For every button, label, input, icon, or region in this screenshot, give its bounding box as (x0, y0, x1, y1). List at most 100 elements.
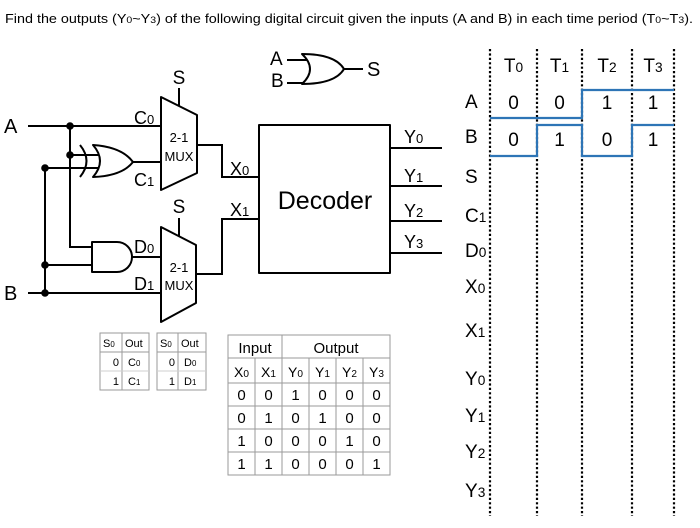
group-header-output: Output (313, 340, 359, 357)
label-base: Y (404, 232, 416, 252)
signal-value-a: 0 (508, 93, 519, 114)
signal-value-a: 1 (602, 93, 613, 114)
input-a-label: A (4, 116, 18, 138)
label-base: D (134, 274, 147, 294)
question-subscript: 0 (655, 15, 661, 26)
label-subscript: 0 (515, 60, 523, 75)
label-base: X (230, 200, 242, 220)
label-base: S (103, 338, 110, 350)
mux-lower-input-0-label: D0 (134, 237, 154, 257)
header-out: Out (181, 338, 199, 350)
label-base: C (128, 376, 136, 388)
label-base: Y (404, 127, 416, 147)
mux-upper-input-0-label: C0 (134, 108, 154, 128)
label-subscript: 0 (147, 241, 154, 256)
decoder-label: Decoder (278, 187, 373, 215)
mux-upper-type-label: 2-1 (170, 130, 189, 145)
cell-out: D0 (184, 357, 197, 369)
mux-lower-type-label: 2-1 (170, 260, 189, 275)
signal-value-b: 1 (554, 130, 565, 151)
column-header: X0 (234, 364, 249, 380)
table-cell: 0 (264, 433, 272, 450)
mux-lower-block (160, 226, 197, 323)
question-part: ~Y (132, 11, 150, 26)
xor-gate-input-arc (79, 144, 88, 178)
label-base: T (597, 56, 609, 77)
label-base: C (134, 170, 147, 190)
question-subscript: 3 (678, 15, 684, 26)
label-base: Y (369, 364, 379, 380)
label-base: Y (315, 364, 325, 380)
question-part: ). (684, 11, 693, 26)
label-subscript: 0 (243, 369, 249, 380)
cell-out: C0 (128, 357, 141, 369)
label-base: S (465, 167, 478, 188)
header-select: S0 (160, 338, 172, 350)
mux-upper-block (160, 96, 198, 191)
label-subscript: 1 (270, 369, 276, 380)
label-subscript: 3 (478, 485, 486, 500)
x1-label: X1 (230, 200, 249, 220)
decoder-output-y0-label: Y0 (404, 127, 423, 147)
label-subscript: 1 (416, 170, 423, 185)
period-label: T1 (550, 56, 569, 77)
label-base: Y (465, 369, 478, 390)
label-base: C (128, 357, 136, 369)
wire-a-to-and (69, 126, 94, 248)
table-cell: 0 (291, 456, 299, 473)
junction-dot (41, 261, 49, 269)
period-label: T0 (504, 56, 524, 77)
mux-upper-name-label: MUX (165, 149, 194, 164)
header-select: S0 (103, 338, 115, 350)
mux-lower-select-label: S (173, 197, 186, 218)
label-base: X (261, 364, 271, 380)
label-base: D (184, 376, 192, 388)
label-subscript: 1 (561, 60, 569, 75)
label-subscript: 1 (478, 325, 486, 340)
or-input-b-label: B (271, 71, 284, 92)
cell-out: C1 (128, 376, 140, 388)
column-header: Y0 (288, 364, 303, 380)
label-subscript: 0 (297, 369, 303, 380)
label-base: S (160, 338, 167, 350)
label-subscript: 1 (147, 278, 154, 293)
label-base: D (465, 241, 479, 262)
decoder-output-y3-label: Y3 (404, 232, 423, 252)
period-label: T2 (597, 56, 616, 77)
wire-x0 (197, 144, 259, 178)
decoder-output-y1-label: Y1 (404, 166, 423, 186)
table-cell: 0 (372, 387, 380, 404)
table-cell: 1 (264, 456, 272, 473)
table-cell: 1 (237, 456, 245, 473)
column-header: Y1 (315, 364, 330, 380)
decoder-block (258, 124, 391, 274)
label-base: Y (404, 201, 416, 221)
label-base: Y (465, 406, 478, 427)
signal-value-b: 0 (602, 130, 613, 151)
junction-dots (41, 122, 74, 297)
mux-lower-name-label: MUX (165, 278, 194, 293)
table-cell: 0 (345, 387, 353, 404)
label-base: T (550, 56, 562, 77)
header-out: Out (125, 338, 143, 350)
label-subscript: 2 (609, 60, 617, 75)
input-b-label: B (4, 283, 17, 305)
waveform-b (490, 123, 674, 158)
label-base: Y (288, 364, 298, 380)
label-subscript: 0 (167, 340, 172, 349)
label-base: T (504, 56, 516, 77)
signal-label: Y1 (465, 406, 485, 427)
x0-label: X0 (230, 159, 249, 179)
table-cell: 1 (264, 410, 272, 427)
mux-truth-table-upper: S0 Out 0 C0 1 C1 (99, 332, 150, 391)
signal-label: A (465, 92, 478, 113)
table-cell: 0 (372, 433, 380, 450)
label-base: Y (465, 442, 478, 463)
label-base: X (230, 159, 242, 179)
label-base: X (465, 277, 478, 298)
signal-label: C1 (465, 206, 486, 227)
wire-x1 (196, 218, 259, 275)
